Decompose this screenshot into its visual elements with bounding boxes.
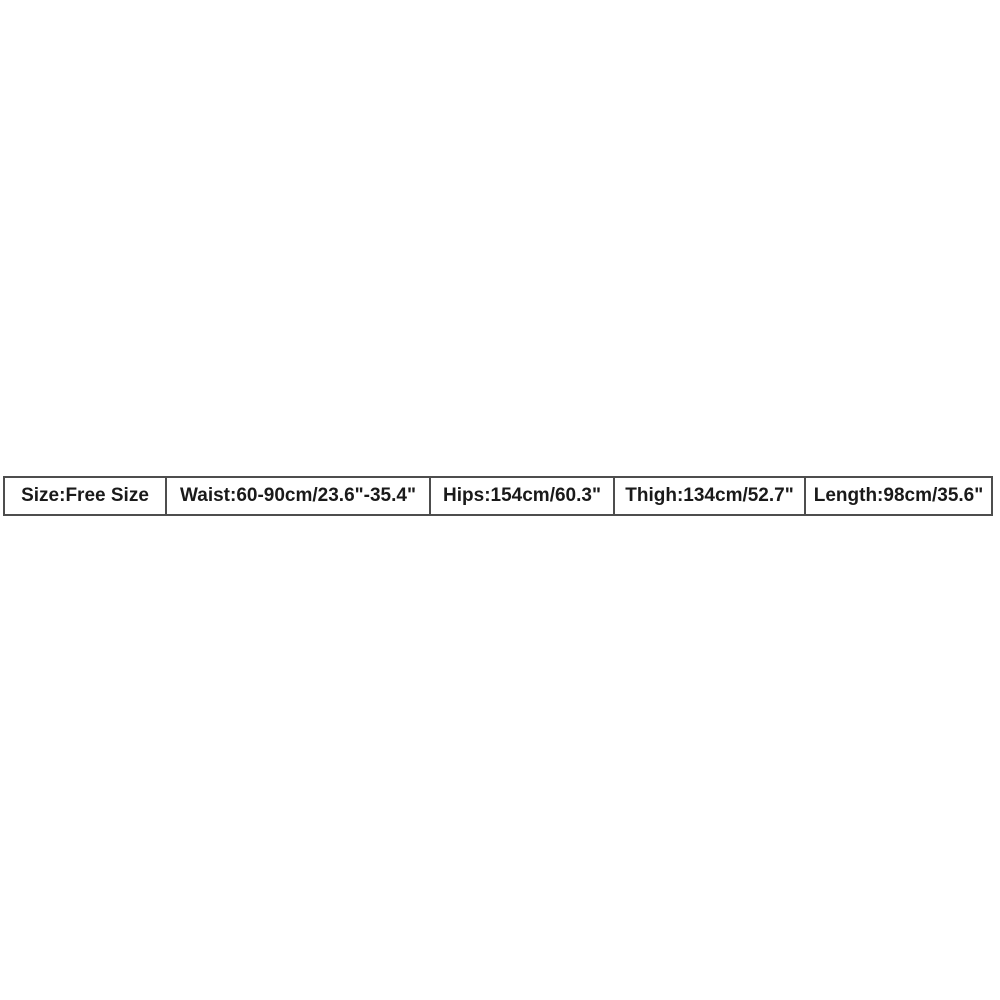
size-cell-waist-label: Waist:60-90cm/23.6"-35.4": [180, 485, 416, 506]
size-cell-length-label: Length:98cm/35.6": [813, 485, 984, 506]
size-cell-hips-label: Hips:154cm/60.3": [443, 485, 601, 506]
size-cell-thigh: Thigh:134cm/52.7": [613, 478, 804, 514]
size-cell-length: Length:98cm/35.6": [804, 478, 991, 514]
size-cell-hips: Hips:154cm/60.3": [429, 478, 613, 514]
size-chart-table: Size:Free Size Waist:60-90cm/23.6"-35.4"…: [3, 476, 993, 516]
size-cell-waist: Waist:60-90cm/23.6"-35.4": [165, 478, 429, 514]
size-cell-size-label: Size:Free Size: [21, 485, 149, 506]
size-cell-thigh-label: Thigh:134cm/52.7": [625, 485, 794, 506]
size-cell-size: Size:Free Size: [5, 478, 165, 514]
